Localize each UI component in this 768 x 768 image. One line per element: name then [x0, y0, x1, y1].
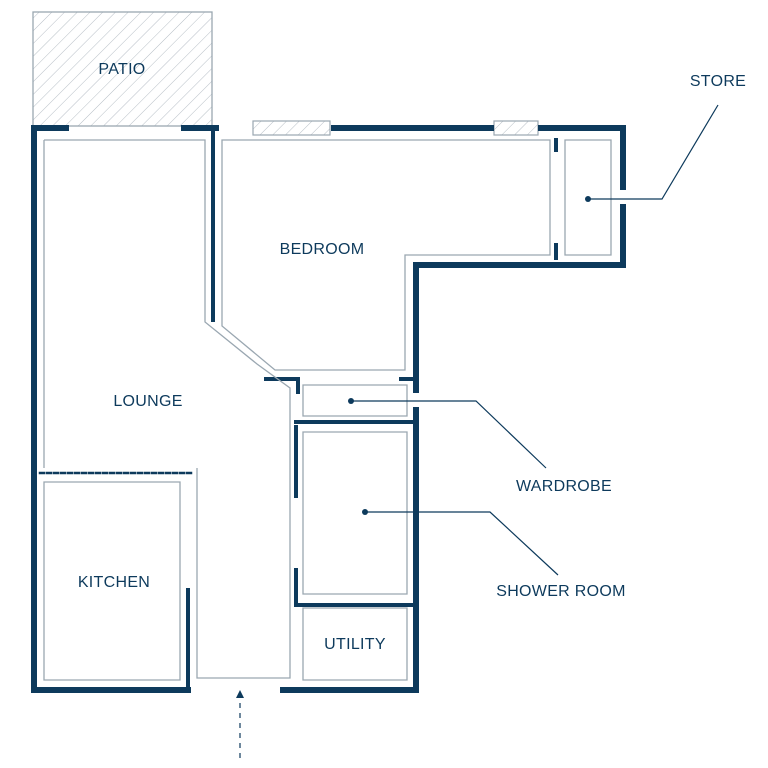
shower-room-dot — [362, 509, 368, 515]
label-patio: PATIO — [98, 61, 145, 78]
label-bedroom: BEDROOM — [280, 241, 365, 258]
label-lounge: LOUNGE — [113, 393, 182, 410]
wardrobe-dot — [348, 398, 354, 404]
label-kitchen: KITCHEN — [78, 574, 150, 591]
dashed-arrow-up-icon — [236, 690, 244, 758]
window-bedroom-right — [493, 120, 539, 136]
label-store: STORE — [690, 73, 746, 90]
window-bedroom-left — [252, 120, 331, 136]
room-labels: PATIO STORE BEDROOM LOUNGE WARDROBE KITC… — [78, 61, 746, 653]
store-leader — [588, 104, 719, 200]
label-wardrobe: WARDROBE — [516, 478, 612, 495]
store-dot — [585, 196, 591, 202]
walls — [31, 125, 626, 693]
shower-room-leader — [365, 511, 559, 576]
wardrobe-leader — [351, 400, 547, 469]
inner-lines — [38, 139, 612, 681]
windows — [252, 120, 539, 136]
leader-lines — [348, 104, 719, 576]
label-utility: UTILITY — [324, 636, 386, 653]
label-shower-room: SHOWER ROOM — [496, 583, 626, 600]
patio-area — [32, 11, 213, 127]
